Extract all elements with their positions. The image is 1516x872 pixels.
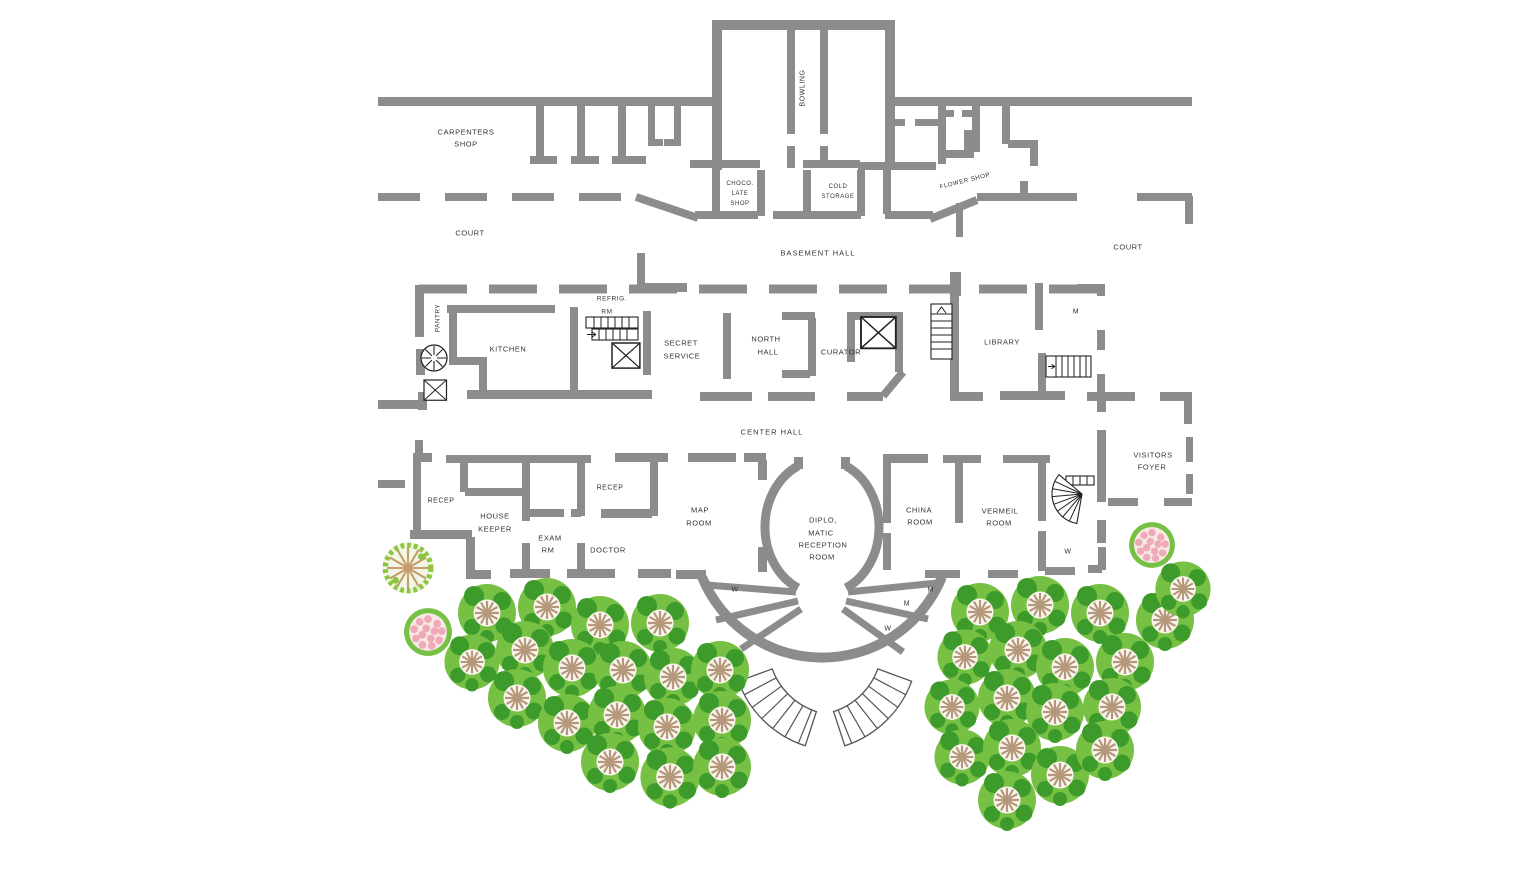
stairs-icon [585,316,639,341]
tan-tree [382,542,433,593]
curved-stairs-icon [737,668,818,747]
garden-trees [382,522,1212,833]
pink-tree [1129,522,1175,568]
green-tree [541,637,603,701]
green-tree [936,628,994,688]
green-tree [443,633,501,693]
pink-tree [404,608,452,656]
elevator-icon [611,342,641,369]
green-tree [486,667,548,731]
spiral-stairs-icon [1051,473,1095,525]
curved-stairs-icon [832,668,913,747]
green-tree [691,736,753,800]
walls [378,20,1193,663]
green-tree [923,678,981,738]
elevator-icon [423,379,448,401]
stair-elevator-symbols [420,303,1092,401]
green-tree [639,746,701,810]
green-tree [579,731,641,795]
elevator-icon [860,316,897,350]
round-stairs-icon [420,344,448,372]
green-tree [629,592,691,656]
green-tree [976,769,1038,833]
stairs-icon [1045,355,1092,378]
green-tree [933,728,991,788]
stairs-icon [930,303,953,360]
